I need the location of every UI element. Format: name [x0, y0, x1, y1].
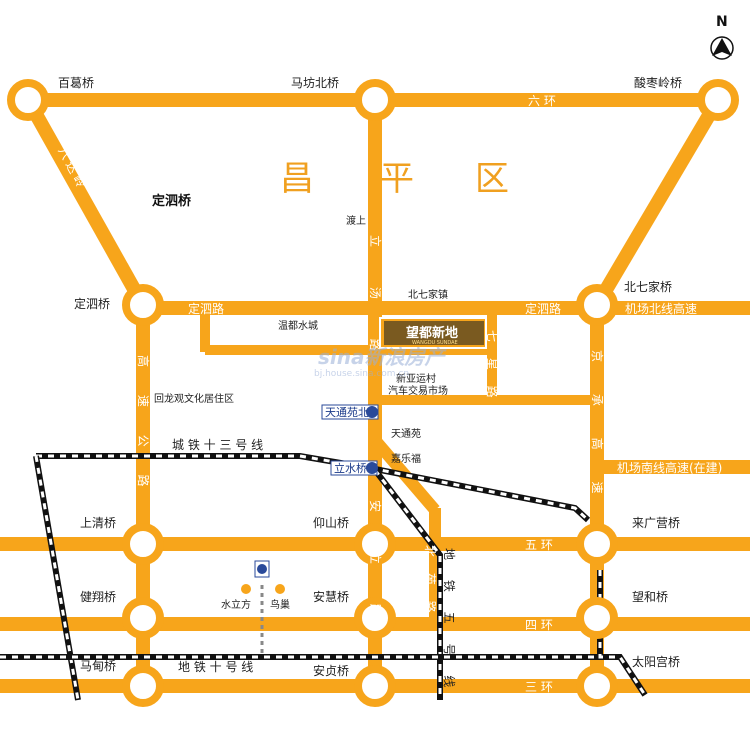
label-wenquan: 温都水城	[278, 320, 318, 332]
road-jingcheng-north	[590, 96, 725, 309]
node-taiyanggong[interactable]	[576, 665, 618, 707]
label-taiyanggong: 太阳宫桥	[632, 654, 680, 669]
node-suanzaoling[interactable]	[697, 79, 739, 121]
metro-line-13	[36, 453, 591, 523]
label-dingsi-a: 定泗桥	[151, 193, 192, 209]
logo-text: 望都新地	[406, 325, 458, 341]
label-yeshang: 渡上	[346, 214, 366, 227]
label-shangqing: 上清桥	[80, 516, 116, 530]
label-laiguangying: 来广营桥	[632, 516, 680, 530]
station-label-tiantongyuan-north: 天通苑北	[325, 406, 369, 419]
district-char-1: 昌	[280, 159, 314, 199]
project-logo[interactable]: 望都新地 WANGDU SUNDAE	[379, 317, 487, 349]
station-lishuiqiao[interactable]: 立水桥	[330, 460, 378, 476]
watermark-brand: sina新浪房产	[318, 345, 447, 369]
node-laiguangying[interactable]	[576, 523, 618, 565]
label-yangshan: 仰山桥	[313, 515, 349, 530]
label-dingsi-road-e: 定泗路	[525, 301, 561, 316]
sina-watermark: sina新浪房产 bj.house.sina.com.cn	[314, 345, 447, 379]
label-mafang-north: 马坊北桥	[291, 75, 339, 90]
label-jialefu: 嘉乐福	[391, 452, 421, 465]
metro-station-icon	[366, 462, 378, 474]
node-shangqing[interactable]	[122, 523, 164, 565]
label-jianxiang: 健翔桥	[80, 590, 116, 604]
label-beiqijia: 北七家桥	[624, 279, 672, 294]
label-wanghe: 望和桥	[632, 590, 668, 604]
label-qixing: 七 星 路	[485, 330, 500, 404]
niaochao-marker	[275, 584, 285, 594]
node-dingsi[interactable]	[122, 284, 164, 326]
label-shuilifang: 水立方	[221, 598, 251, 611]
label-niaochao: 鸟巢	[270, 598, 290, 611]
label-line13: 城 铁 十 三 号 线	[172, 438, 263, 452]
node-beiqijia[interactable]	[576, 284, 618, 326]
label-fourth-ring: 四 环	[525, 618, 553, 632]
label-airport-south: 机场南线高速(在建)	[617, 460, 722, 475]
metro-line-5	[372, 468, 443, 700]
station-tiantongyuan-north[interactable]: 天通苑北	[321, 404, 379, 420]
label-gaosu-gong: 高 速 公 路	[136, 355, 151, 498]
metro-station-icon	[257, 564, 267, 574]
metro-station-icon	[366, 406, 378, 418]
station-olympic[interactable]	[254, 560, 270, 578]
node-jianxiang[interactable]	[122, 597, 164, 639]
label-dingsi-b: 定泗桥	[74, 296, 110, 311]
node-mafang-north[interactable]	[354, 79, 396, 121]
label-baige: 百葛桥	[58, 76, 94, 90]
label-line5: 地 铁 五 号 线	[442, 548, 456, 695]
node-madian[interactable]	[122, 665, 164, 707]
station-label-lishuiqiao: 立水桥	[334, 461, 367, 475]
label-anhui: 安慧桥	[313, 589, 349, 604]
label-auto-market-2: 汽车交易市场	[388, 384, 448, 397]
interchange-nodes	[7, 79, 739, 707]
node-wanghe[interactable]	[576, 597, 618, 639]
label-suanzaoling: 酸枣岭桥	[634, 75, 682, 90]
watermark-url: bj.house.sina.com.cn	[314, 369, 409, 379]
node-anhui[interactable]	[354, 597, 396, 639]
node-anzhen[interactable]	[354, 665, 396, 707]
district-char-2: 平	[380, 159, 414, 199]
road-badaling	[21, 96, 150, 309]
compass-ring	[710, 36, 734, 60]
label-third-ring: 三 环	[525, 680, 553, 694]
compass: N	[710, 14, 734, 60]
label-auto-market-1: 新亚运村	[396, 372, 436, 385]
label-huilongguan: 回龙观文化居住区	[154, 392, 234, 405]
label-anzhen: 安贞桥	[313, 663, 349, 678]
label-beiqijia-town: 北七家镇	[408, 288, 448, 301]
label-airport-north: 机场北线高速	[625, 301, 697, 316]
node-baige[interactable]	[7, 79, 49, 121]
label-jingcheng: 京 承 高 速	[590, 350, 605, 507]
label-madian: 马甸桥	[80, 659, 116, 673]
label-tiantongyuan: 天通苑	[391, 427, 421, 440]
logo-text-en: WANGDU SUNDAE	[412, 340, 458, 346]
compass-label: N	[716, 14, 728, 30]
label-dingsi-road: 定泗路	[188, 301, 224, 316]
label-fifth-ring: 五 环	[525, 538, 553, 552]
node-yangshan[interactable]	[354, 523, 396, 565]
shuilifang-marker	[241, 584, 251, 594]
label-anli: 安 立 路	[368, 500, 383, 634]
district-char-3: 区	[475, 159, 509, 199]
label-north-ext: 北 苑 路	[423, 545, 438, 619]
label-sixth-ring: 六 环	[528, 94, 556, 108]
label-line10: 地 铁 十 号 线	[178, 660, 253, 674]
north-arrow-icon	[712, 38, 732, 56]
